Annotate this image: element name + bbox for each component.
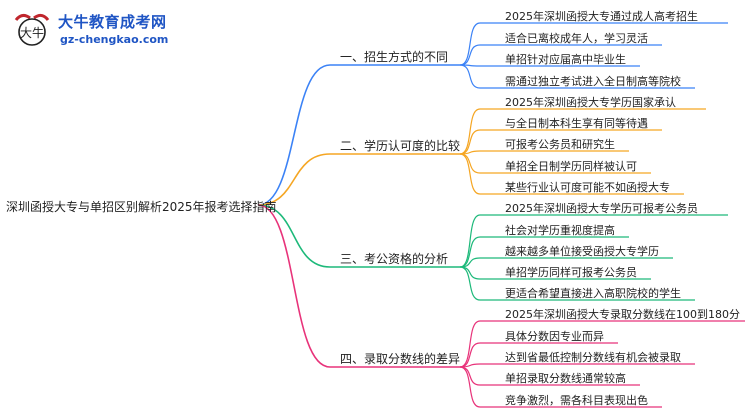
- branch-label: 三、考公资格的分析: [340, 252, 449, 266]
- root-branch-connector: [257, 153, 331, 206]
- site-logo[interactable]: 大牛 大牛教育成考网 gz-chengkao.com: [6, 8, 206, 52]
- leaf-label: 与全日制本科生享有同等待遇: [505, 117, 648, 130]
- root-branch-connector: [257, 64, 331, 206]
- bull-logo-icon: 大牛: [14, 13, 50, 46]
- branch-label: 四、录取分数线的差异: [340, 352, 461, 366]
- leaf-label: 某些行业认可度可能不如函授大专: [505, 181, 670, 194]
- branch-leaf-connector: [459, 129, 481, 155]
- branch-leaf-connector: [459, 266, 481, 280]
- root-branch-connector: [257, 204, 331, 268]
- branch-leaf-connector: [459, 366, 481, 386]
- branch-leaf-connector: [459, 22, 481, 66]
- branch-leaf-connector: [459, 236, 481, 268]
- leaf-label: 2025年深圳函授大专通过成人高考招生: [505, 10, 698, 23]
- root-topic: 深圳函授大专与单招区别解析2025年报考选择指南: [6, 200, 277, 214]
- branch-leaf-connector: [459, 342, 481, 368]
- root-branch-connector: [257, 204, 331, 368]
- logo-domain: gz-chengkao.com: [60, 33, 169, 46]
- branch-leaf-connector: [459, 366, 481, 408]
- logo-brand: 大牛教育成考网: [58, 13, 167, 31]
- branch-label: 二、学历认可度的比较: [340, 139, 461, 153]
- leaf-label: 2025年深圳函授大专学历可报考公务员: [505, 202, 698, 215]
- leaf-label: 单招录取分数线通常较高: [505, 372, 626, 385]
- leaf-label: 单招针对应届高中毕业生: [505, 53, 626, 66]
- leaf-label: 2025年深圳函授大专录取分数线在100到180分: [505, 308, 740, 321]
- branch-leaf-connector: [459, 108, 481, 155]
- leaf-label: 竞争激烈，需各科目表现出色: [505, 394, 648, 407]
- leaf-label: 越来越多单位接受函授大专学历: [505, 245, 659, 258]
- leaf-label: 可报考公务员和研究生: [505, 138, 615, 151]
- leaf-label: 单招学历同样可报考公务员: [505, 266, 637, 279]
- branch-leaf-connector: [459, 214, 481, 268]
- leaf-label: 适合已离校成年人，学习灵活: [505, 32, 648, 45]
- leaf-label: 需通过独立考试进入全日制高等院校: [505, 75, 681, 88]
- leaf-label: 2025年深圳函授大专学历国家承认: [505, 96, 676, 109]
- logo-mark-text: 大牛: [20, 25, 44, 40]
- leaf-label: 更适合希望直接进入高职院校的学生: [505, 287, 681, 300]
- leaf-label: 单招全日制学历同样被认可: [505, 160, 637, 173]
- leaf-label: 达到省最低控制分数线有机会被录取: [505, 351, 681, 364]
- branch-leaf-connector: [459, 153, 481, 174]
- leaf-label: 具体分数因专业而异: [505, 330, 604, 343]
- branch-leaf-connector: [459, 320, 481, 368]
- leaf-label: 社会对学历重视度提高: [505, 224, 615, 237]
- branch-leaf-connector: [459, 153, 481, 195]
- branch-leaf-connector: [459, 64, 481, 89]
- branch-label: 一、招生方式的不同: [340, 50, 449, 64]
- branch-leaf-connector: [459, 266, 481, 301]
